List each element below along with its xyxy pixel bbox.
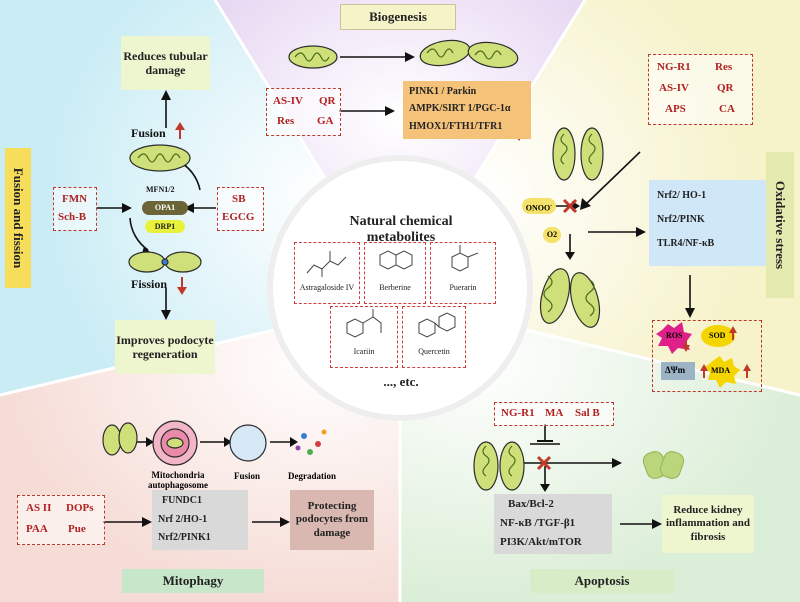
pathway-pi3k: PI3K/Akt/mTOR [500, 536, 582, 548]
structure-icariin: Icariin [330, 306, 398, 368]
drug-fmn: FMN [62, 193, 88, 205]
stage-degradation: Degradation [288, 471, 336, 481]
marker-dpsim: ΔΨm [665, 365, 686, 375]
outcome-protecting-podocytes: Protecting podocytes from damage [290, 490, 374, 550]
biogenesis-drugs: AS-IV QR Res GA [266, 88, 341, 136]
drug-paa: PAA [26, 523, 48, 535]
protein-drp1: DRP1 [145, 220, 185, 233]
drug-qr-ox: QR [717, 82, 734, 94]
structure-astragaloside: Astragaloside IV [294, 242, 360, 304]
drug-schb: Sch-B [58, 211, 87, 223]
protein-opa1: OPA1 [142, 201, 188, 215]
drug-ngr1: NG-R1 [657, 61, 691, 73]
marker-mda: MDA [711, 366, 731, 375]
apoptosis-drugs: NG-R1 MA Sal B [494, 402, 614, 426]
center-etc: ..., etc. [383, 374, 419, 389]
center-title: Natural chemical metabolites [349, 214, 453, 245]
marker-sod: SOD [709, 331, 726, 340]
drug-salb: Sal B [575, 407, 600, 419]
biogenesis-pathways: PINK1 / Parkin AMPK/SIRT 1/PGC-1α HMOX1/… [403, 81, 531, 139]
fusion-title: Fusion and fission [5, 148, 31, 288]
stage-fusion: Fusion [234, 471, 261, 481]
pathway-tlr4: TLR4/NF-κB [657, 238, 715, 249]
drug-egcg: EGCG [222, 211, 255, 223]
fusion-drugs-right: SB EGCG [217, 187, 264, 231]
pathway-fundc1: FUNDC1 [162, 495, 202, 506]
fusion-drugs-left: FMN Sch-B [53, 187, 97, 231]
drug-aps: APS [665, 103, 686, 115]
structure-berberine: Berberine [364, 242, 426, 304]
pathway-hmox1: HMOX1/FTH1/TFR1 [409, 121, 503, 132]
oxidative-pathways: Nrf2/ HO-1 Nrf2/PINK TLR4/NF-κB [649, 180, 766, 266]
oxidative-title: Oxidative stress [766, 152, 794, 298]
pathway-nrf2-ho1-mito: Nrf 2/HO-1 [158, 514, 208, 525]
structure-puerarin: Puerarin [430, 242, 496, 304]
drug-asii: AS II [26, 502, 52, 514]
protein-mfn: MFN1/2 [146, 185, 175, 194]
drug-pue: Pue [68, 523, 86, 535]
oxidative-markers-box [652, 320, 762, 392]
pathway-nrf2-pink: Nrf2/PINK [657, 214, 705, 225]
drug-asiv-ox: AS-IV [659, 82, 689, 94]
oxidative-drugs: NG-R1 Res AS-IV QR APS CA [648, 54, 753, 125]
mitophagy-pathways: FUNDC1 Nrf 2/HO-1 Nrf2/PINK1 [152, 490, 248, 550]
drug-qr: QR [319, 95, 336, 107]
mitochondria-icons [102, 39, 685, 491]
outcome-reduces-tubular: Reduces tubular damage [121, 36, 210, 90]
drug-ca: CA [719, 103, 735, 115]
pathway-ampk-sirt1: AMPK/SIRT 1/PGC-1α [409, 103, 511, 114]
apoptosis-title: Apoptosis [530, 569, 674, 593]
species-onoo: ONOO- [522, 198, 556, 214]
pathway-nrf2-ho1: Nrf2/ HO-1 [657, 190, 707, 201]
species-o2: O2 [543, 227, 561, 243]
inhibition-x-marks [536, 198, 578, 471]
fission-label: Fission [131, 277, 168, 291]
drug-sb: SB [232, 193, 246, 205]
drug-ga: GA [317, 115, 334, 127]
stage-autophagosome: Mitochondria autophagosome [147, 470, 208, 490]
outcome-reduce-inflammation: Reduce kidney inflammation and fibrosis [662, 495, 754, 553]
mitophagy-title: Mitophagy [122, 569, 264, 593]
drug-dops: DOPs [66, 502, 94, 514]
pathway-nfkb-tgf: NF-κB /TGF-β1 [500, 517, 576, 529]
biogenesis-title: Biogenesis [340, 4, 456, 30]
biogenesis-sector [215, 0, 585, 300]
pathway-nrf2-pink1: Nrf2/PINK1 [158, 532, 211, 543]
pathway-bax: Bax/Bcl-2 [508, 498, 554, 510]
drug-asiv: AS-IV [273, 95, 303, 107]
apoptosis-pathways: Bax/Bcl-2 NF-κB /TGF-β1 PI3K/Akt/mTOR [494, 494, 612, 554]
marker-ros: ROS [666, 331, 683, 340]
drug-ma: MA [545, 407, 564, 419]
fusion-label: Fusion [131, 126, 166, 140]
pathway-pink1-parkin: PINK1 / Parkin [409, 86, 477, 97]
outcome-improves-podocyte: Improves podocyte regeneration [115, 320, 215, 374]
drug-res-ox: Res [715, 61, 733, 73]
drug-res: Res [277, 115, 295, 127]
mitophagy-drugs: AS II DOPs PAA Pue [17, 495, 105, 545]
drug-ngr1-apo: NG-R1 [501, 407, 535, 419]
structure-quercetin: Quercetin [402, 306, 466, 368]
